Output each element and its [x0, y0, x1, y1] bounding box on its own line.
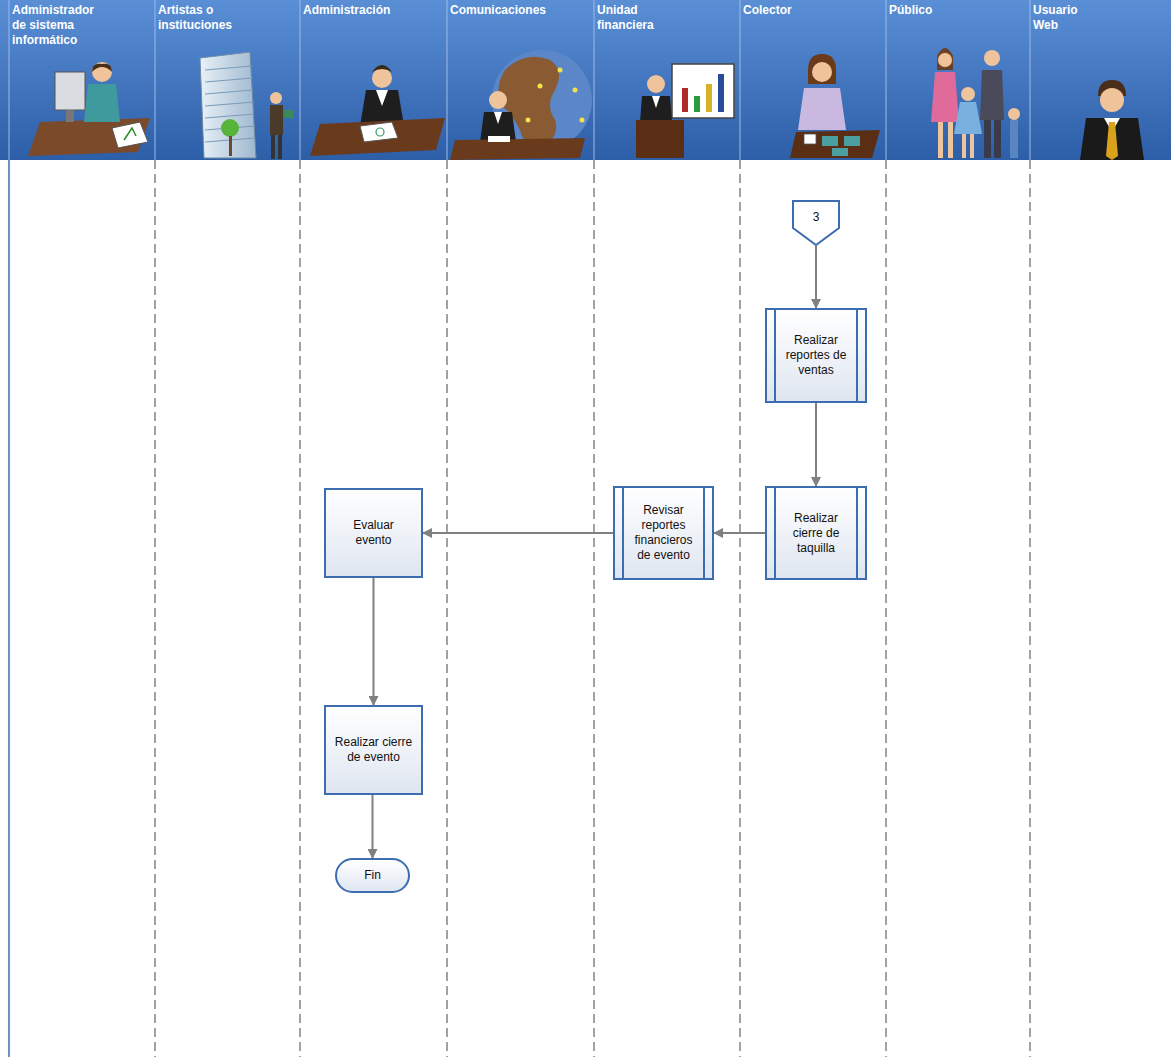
node-text: Realizar cierre de taquilla [781, 511, 851, 556]
process-box: Evaluar evento [324, 488, 423, 578]
flow-arrow [373, 578, 375, 705]
finance-icon [636, 64, 734, 158]
flow-arrow [714, 532, 765, 534]
predefined-process-bar [856, 310, 858, 401]
predefined-process-box: Revisar reportes financieros de evento [613, 486, 714, 580]
lane-title: Unidad financiera [597, 3, 669, 33]
header-band [0, 0, 1171, 160]
admin-it-icon [28, 62, 150, 156]
swimlane: Unidad financieraRevisar reportes financ… [594, 0, 740, 1057]
swimlane: Comunicaciones [447, 0, 594, 1057]
lane-dividers [155, 160, 1030, 1057]
lane-title: Comunicaciones [450, 3, 590, 18]
swimlane: Público [886, 0, 1030, 1057]
lane-title: Colector [743, 3, 863, 18]
public-icon [931, 48, 1020, 158]
flow-arrow [372, 795, 374, 858]
lane-border [8, 160, 10, 1057]
predefined-process-bar [774, 310, 776, 401]
institution-icon [200, 52, 294, 159]
lane-title: Artistas o instituciones [158, 3, 250, 33]
node-text: Evaluar evento [334, 518, 413, 548]
swimlane: Colector 3Realizar reportes de ventasReal… [740, 0, 886, 1057]
collector-icon [790, 54, 880, 158]
web-user-icon [1080, 80, 1144, 160]
node-text: Realizar cierre de evento [334, 735, 413, 765]
terminator: Fin [335, 858, 410, 893]
swimlane: Artistas o instituciones [155, 0, 300, 1057]
offpage-connector: 3 [792, 200, 840, 246]
lane-title: Administración [303, 3, 433, 18]
predefined-process-bar [622, 488, 624, 578]
communications-icon [450, 50, 592, 160]
node-text: 3 [813, 210, 820, 225]
node-text: Revisar reportes financieros de evento [629, 503, 698, 563]
lane-title: Administrador de sistema informático [12, 3, 108, 48]
process-box: Realizar cierre de evento [324, 705, 423, 795]
lane-title: Público [889, 3, 1009, 18]
swimlane: AdministraciónEvaluar eventoRealizar cie… [300, 0, 447, 1057]
predefined-process-bar [703, 488, 705, 578]
administration-icon [310, 65, 445, 156]
predefined-process-bar [774, 488, 776, 578]
flow-arrow [423, 532, 613, 534]
predefined-process-box: Realizar reportes de ventas [765, 308, 867, 403]
node-text: Fin [364, 868, 381, 883]
lane-title: Usuario Web [1033, 3, 1095, 33]
node-text: Realizar reportes de ventas [781, 333, 851, 378]
swimlane: Administrador de sistema informático [9, 0, 155, 1057]
predefined-process-box: Realizar cierre de taquilla [765, 486, 867, 580]
header-separators [9, 0, 1030, 160]
flow-arrow [815, 246, 817, 308]
predefined-process-bar [856, 488, 858, 578]
flow-arrow [815, 403, 817, 486]
swimlane: Usuario Web [1030, 0, 1171, 1057]
